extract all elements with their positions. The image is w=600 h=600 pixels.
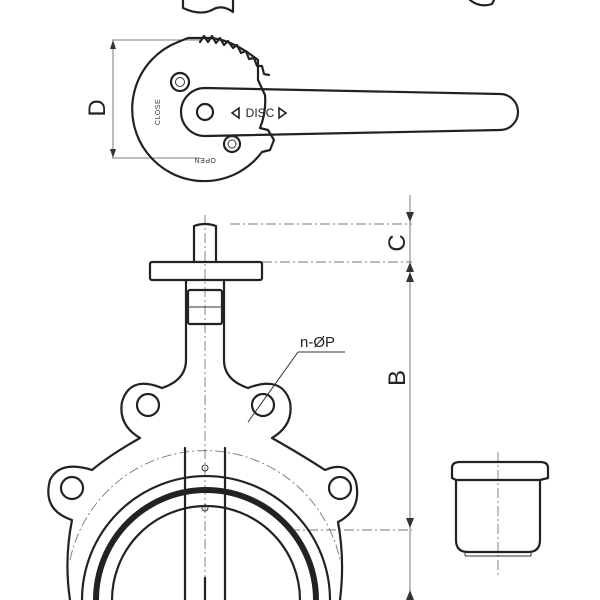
stem-top-fragment <box>181 0 235 14</box>
dim-d-label: D <box>84 99 111 116</box>
body-inner-edge <box>80 474 332 600</box>
bolt-callout-label: n-ØP <box>300 334 335 351</box>
lug-hole-left <box>59 475 85 501</box>
neck <box>160 278 250 390</box>
disc-pin-upper <box>201 464 209 472</box>
disc-shaft <box>183 446 227 600</box>
plate-close-label: CLOSE <box>155 99 162 125</box>
disc-arrow-right-icon <box>278 106 288 120</box>
handle-pivot <box>195 102 215 122</box>
locking-teeth <box>198 34 271 77</box>
valve-body: n-ØP <box>47 215 359 600</box>
dim-lower-arrow <box>406 590 414 600</box>
dim-c-arrow-top <box>406 212 414 222</box>
disc-arrow-left-icon <box>230 106 240 120</box>
dim-b-arrow-bottom <box>406 518 414 528</box>
plate-hole-upper <box>169 71 191 93</box>
plate-hole-upper-inner <box>175 77 185 87</box>
dim-d-arrow-top <box>110 40 116 49</box>
bolt-circle <box>69 450 341 561</box>
stem <box>192 222 218 264</box>
plate-hole-lower <box>222 134 242 154</box>
locking-plate <box>131 36 276 183</box>
dim-d-arrow-bottom <box>110 149 116 158</box>
plate-open-label: OPEN <box>194 156 216 163</box>
dim-b-label: B <box>384 370 411 386</box>
top-flange <box>148 260 264 282</box>
liner-seat <box>93 487 319 600</box>
dim-c-arrow-bottom <box>406 262 414 272</box>
body-outline <box>47 382 359 600</box>
right-dimensions: C B <box>230 195 414 600</box>
dim-b-arrow-top <box>406 272 414 282</box>
dim-c-label: C <box>384 234 411 251</box>
side-view <box>450 452 550 575</box>
side-fragment <box>468 0 496 7</box>
disc-pin-lower <box>201 504 209 512</box>
lever-handle <box>179 86 520 138</box>
handle-assembly: D CLOSE OPEN DISC <box>84 34 520 183</box>
plate-hole-lower-inner <box>227 139 237 149</box>
bore <box>110 504 302 600</box>
lug-hole-right <box>327 475 353 501</box>
handle-disc-label: DISC <box>246 106 275 120</box>
side-body <box>450 460 550 554</box>
lug-hole-top-left <box>135 392 161 418</box>
bolt-leader-line <box>247 351 299 423</box>
top-partial-parts <box>181 0 496 14</box>
lug-hole-top-right <box>250 392 276 418</box>
